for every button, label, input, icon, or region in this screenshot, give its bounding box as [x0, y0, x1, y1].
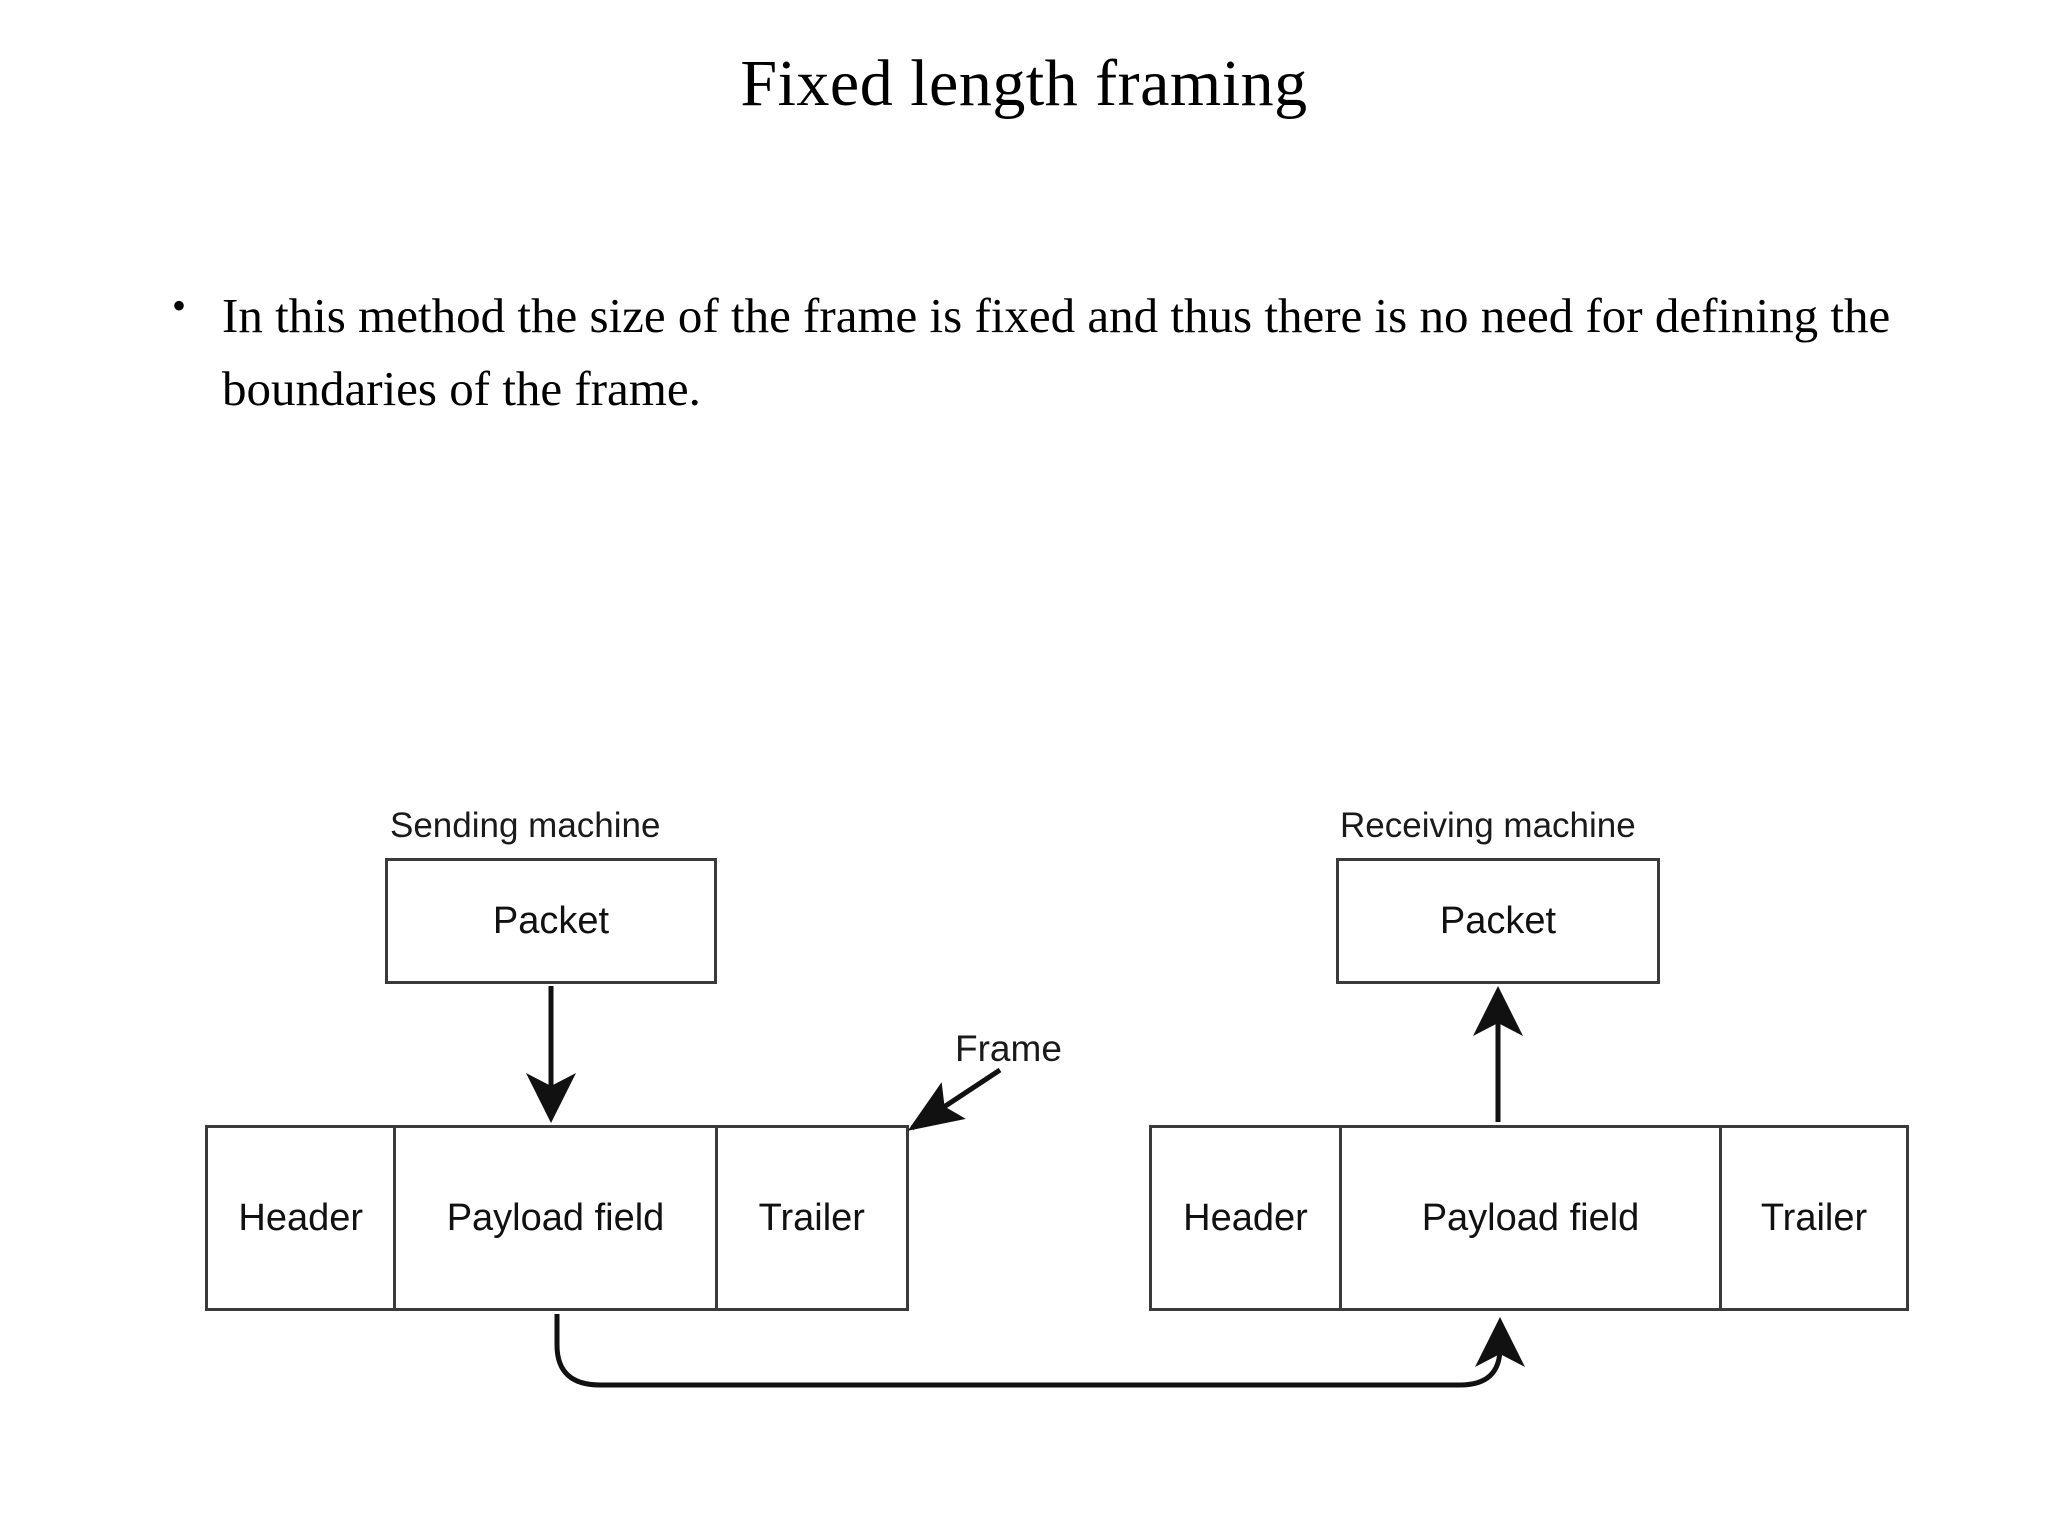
receiving-machine-label: Receiving machine — [1340, 806, 1636, 845]
bullet-text: In this method the size of the frame is … — [222, 288, 1891, 416]
receiving-packet-box: Packet — [1336, 858, 1660, 984]
bullet-list: • In this method the size of the frame i… — [168, 280, 1928, 425]
sending-machine-label: Sending machine — [390, 806, 661, 845]
frame-callout-arrow — [907, 1067, 1002, 1131]
receiving-header-label: Header — [1183, 1197, 1308, 1239]
receiving-payload-label: Payload field — [1421, 1197, 1640, 1239]
receiving-frame-cell-header: Header — [1152, 1128, 1342, 1308]
sending-header-label: Header — [238, 1197, 364, 1239]
sending-frame-strip: Header Payload field Trailer — [205, 1125, 909, 1311]
sending-packet-box: Packet — [385, 858, 717, 984]
sending-frame-cell-trailer: Trailer — [718, 1128, 906, 1308]
receiving-packet-label: Packet — [1439, 900, 1557, 942]
receiving-frame-cell-trailer: Trailer — [1722, 1128, 1906, 1308]
frame-callout-label: Frame — [955, 1028, 1062, 1069]
receiving-trailer-label: Trailer — [1760, 1197, 1868, 1239]
bullet-marker-icon: • — [172, 283, 187, 328]
transmission-path-arrow — [554, 1314, 1525, 1388]
sending-trailer-label: Trailer — [758, 1197, 865, 1239]
sending-packet-label: Packet — [492, 900, 610, 942]
receiving-frame-cell-payload: Payload field — [1342, 1128, 1722, 1308]
sending-payload-label: Payload field — [446, 1197, 665, 1239]
receiving-frame-strip: Header Payload field Trailer — [1149, 1125, 1909, 1311]
list-item: • In this method the size of the frame i… — [168, 280, 1928, 425]
sending-frame-cell-payload: Payload field — [396, 1128, 718, 1308]
page-title: Fixed length framing — [740, 47, 1308, 120]
sending-frame-cell-header: Header — [208, 1128, 397, 1308]
